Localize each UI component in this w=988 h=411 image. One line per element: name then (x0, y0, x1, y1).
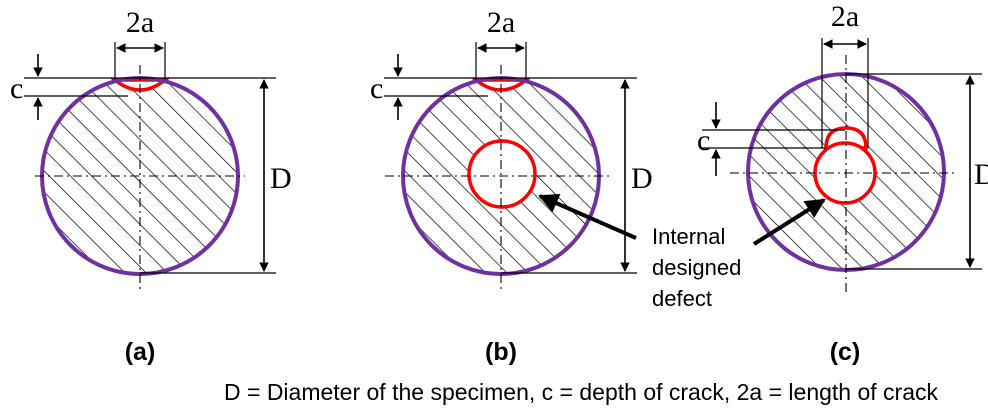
crack-depth-label: c (370, 72, 383, 105)
panel-b: 2a c D (b) (370, 6, 653, 366)
panel-c: 2a c D (c) (697, 0, 988, 366)
panel-caption: (b) (485, 338, 517, 366)
crack-length-label: 2a (487, 6, 515, 39)
defect-pointer-arrow (752, 198, 826, 246)
annotation-line-1: Internal (652, 224, 725, 249)
panel-caption: (a) (125, 338, 156, 366)
specimen-cross-section (42, 78, 238, 274)
annotation-line-2: designed (652, 255, 741, 280)
diameter-label: D (631, 162, 653, 195)
crack-depth-label: c (697, 124, 710, 157)
annotation-line-3: defect (652, 286, 712, 311)
legend-caption: D = Diameter of the specimen, c = depth … (224, 379, 938, 405)
panel-a: 2a c D (a) (10, 6, 292, 366)
crack-length-label: 2a (126, 6, 154, 39)
internal-defect (467, 139, 537, 209)
panel-caption: (c) (830, 338, 861, 366)
crack-depth-label: c (10, 72, 23, 105)
internal-defect-annotation: Internal designed defect (652, 224, 741, 311)
crack-length-label: 2a (831, 0, 859, 33)
diameter-label: D (270, 162, 292, 195)
diameter-label: D (974, 158, 988, 191)
defect-pointer-arrow (538, 194, 637, 240)
